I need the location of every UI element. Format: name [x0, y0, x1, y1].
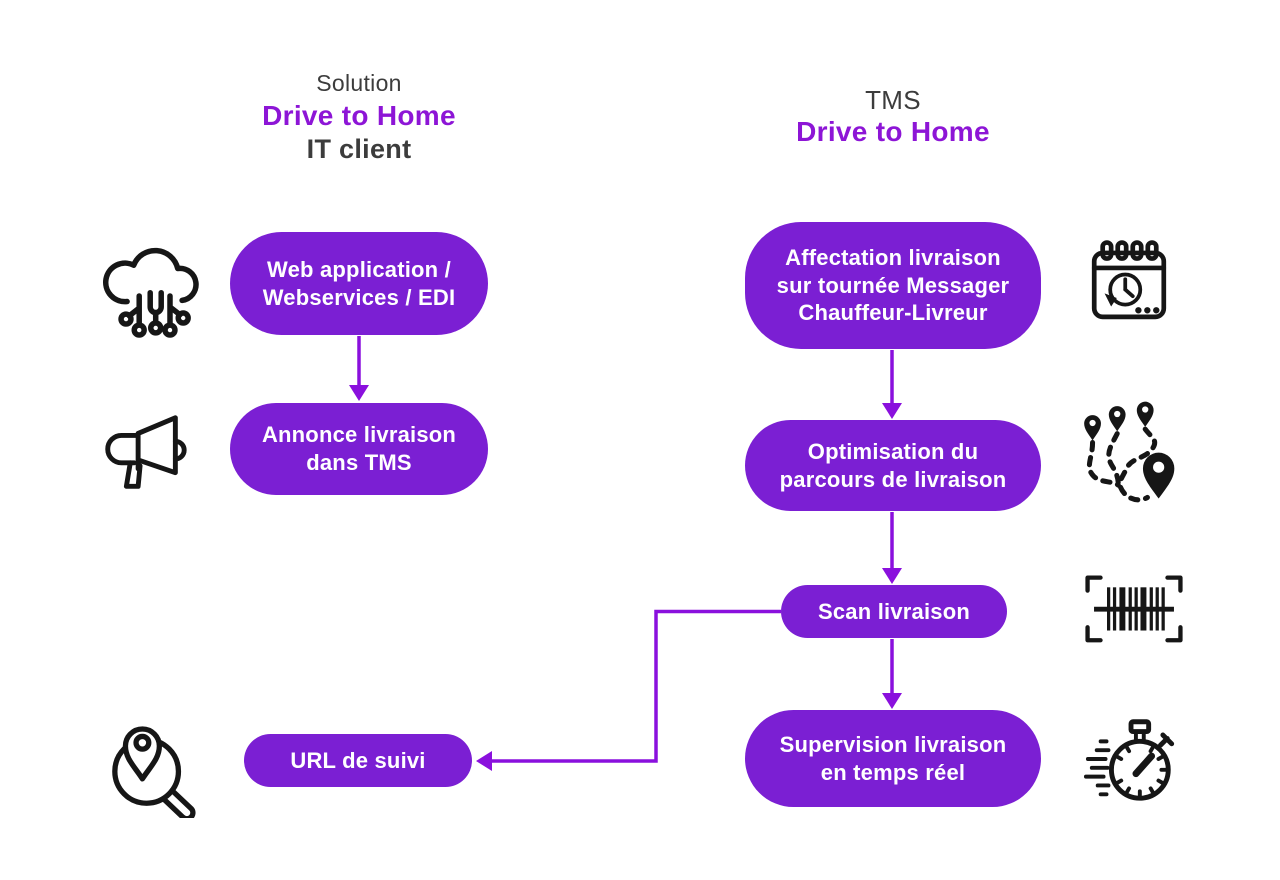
route-icon — [1078, 400, 1190, 512]
connector-web-to-annonce — [349, 336, 369, 401]
node-label: Supervision livraison en temps réel — [779, 731, 1007, 785]
node-label: Affectation livraison sur tournée Messag… — [776, 244, 1010, 326]
barcode-scan-icon — [1080, 570, 1188, 650]
left-column-title: Solution Drive to Home IT client — [209, 70, 509, 165]
node-label: Optimisation du parcours de livraison — [779, 438, 1007, 492]
title-line-brand: Drive to Home — [262, 100, 456, 131]
node-annonce-livraison: Annonce livraison dans TMS — [230, 403, 488, 495]
node-web-application: Web application / Webservices / EDI — [230, 232, 488, 335]
node-optimisation-parcours: Optimisation du parcours de livraison — [745, 420, 1041, 511]
stopwatch-icon — [1083, 702, 1181, 816]
node-label: URL de suivi — [290, 747, 426, 773]
title-line-solution: Solution — [316, 70, 402, 96]
node-label: Web application / Webservices / EDI — [262, 256, 456, 310]
title-line-tms: TMS — [865, 85, 921, 115]
connector-scan-to-url — [476, 609, 781, 771]
title-line-itclient: IT client — [306, 134, 412, 164]
title-line-brand: Drive to Home — [796, 116, 990, 147]
megaphone-icon — [90, 406, 198, 504]
connector-affectation-to-optimisation — [882, 350, 902, 419]
node-affectation-livraison: Affectation livraison sur tournée Messag… — [745, 222, 1041, 349]
node-supervision-livraison: Supervision livraison en temps réel — [745, 710, 1041, 807]
node-url-de-suivi: URL de suivi — [244, 734, 472, 787]
right-column-title: TMS Drive to Home — [743, 85, 1043, 150]
cloud-network-icon — [92, 230, 204, 340]
location-search-icon — [100, 710, 206, 818]
connector-scan-to-supervision — [882, 639, 902, 709]
calendar-clock-icon — [1082, 232, 1176, 334]
connector-optimisation-to-scan — [882, 512, 902, 584]
node-label: Scan livraison — [818, 598, 970, 624]
node-scan-livraison: Scan livraison — [781, 585, 1007, 638]
node-label: Annonce livraison dans TMS — [261, 422, 457, 475]
